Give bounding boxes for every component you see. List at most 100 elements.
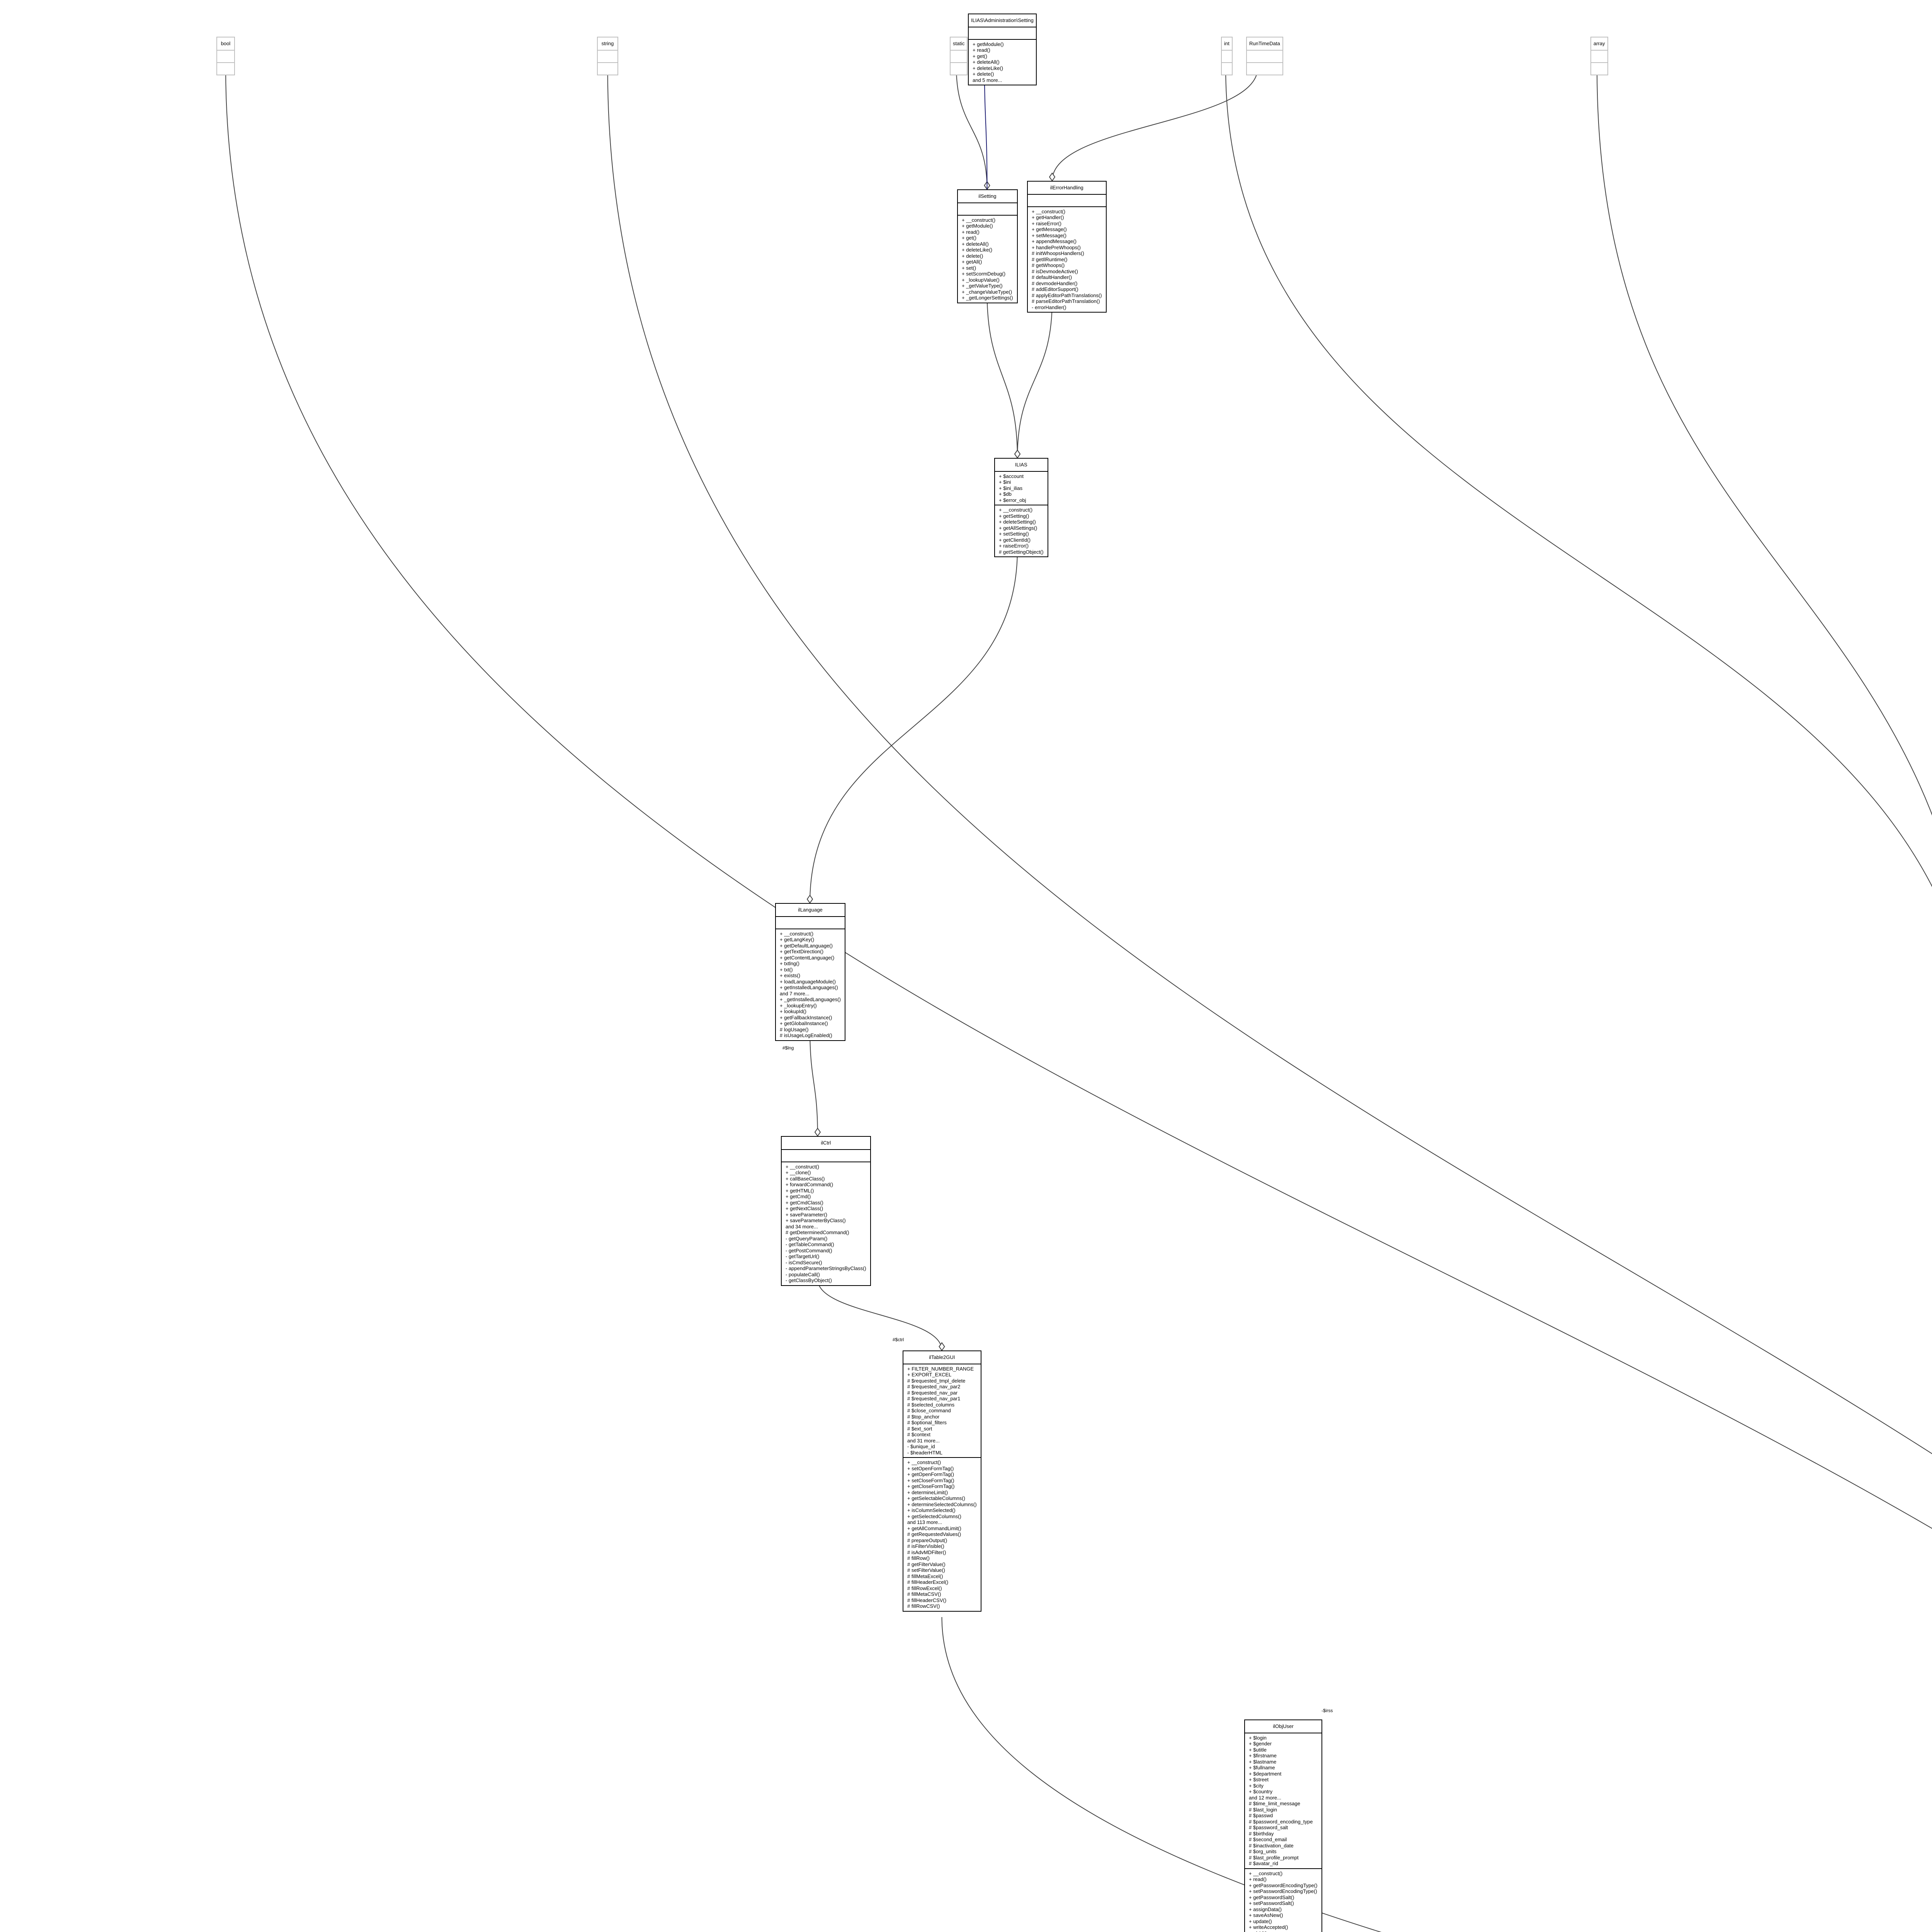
operation: + _lookupValue()	[962, 277, 1000, 283]
class-node-array[interactable]: array	[1590, 37, 1608, 75]
association-edge	[1052, 67, 1258, 181]
edge-label: #$lng	[782, 1045, 794, 1051]
operation: # isAdvMDFilter()	[907, 1549, 946, 1555]
operation-list: + __construct()+ getLangKey()+ getDefaul…	[776, 929, 845, 1040]
attribute: # $top_anchor	[907, 1413, 940, 1420]
operation: # addEditorSupport()	[1032, 286, 1078, 292]
attribute: # $org_units	[1249, 1849, 1277, 1854]
association-edge	[817, 1279, 942, 1351]
operation: + getTextDirection()	[780, 949, 824, 954]
class-node-ilsetting[interactable]: ilSetting+ __construct()+ getModule()+ r…	[957, 189, 1018, 303]
class-node-ilerrorhandling[interactable]: ilErrorHandling+ __construct()+ getHandl…	[1027, 181, 1107, 313]
operation: + getFallbackInstance()	[780, 1014, 832, 1020]
class-node-iltable2gui[interactable]: ilTable2GUI+ FILTER_NUMBER_RANGE+ EXPORT…	[903, 1350, 981, 1612]
attribute-list	[1247, 51, 1282, 63]
operation: # setFilterValue()	[907, 1567, 946, 1573]
operation: and 7 more...	[780, 990, 810, 997]
operation: + getSelectedColumns()	[907, 1513, 961, 1519]
attribute: and 12 more...	[1249, 1794, 1281, 1801]
attribute: - $headerHTML	[907, 1449, 943, 1456]
operation: + deleteLike()	[973, 65, 1003, 71]
class-node-int[interactable]: int	[1221, 37, 1233, 75]
operation: - isCmdSecure()	[786, 1259, 822, 1265]
operation-list: + __construct()+ read()+ getPasswordEnco…	[1245, 1869, 1321, 1932]
attribute: + $login	[1249, 1735, 1267, 1741]
operation: - errorHandler()	[1032, 304, 1066, 310]
operation: and 34 more...	[786, 1223, 818, 1230]
attribute: # $time_limit_message	[1249, 1801, 1300, 1806]
class-name: static	[951, 37, 967, 51]
operation: - appendParameterStringsByClass()	[786, 1265, 866, 1271]
edge-label: #$ctrl	[893, 1337, 904, 1342]
operation: + __construct()	[786, 1163, 820, 1170]
class-node-setting[interactable]: ILIAS\Administration\Setting+ getModule(…	[968, 14, 1037, 85]
operation: # initWhoopsHandlers()	[1032, 250, 1084, 256]
attribute: # $ext_sort	[907, 1425, 932, 1432]
operation: + deleteLike()	[962, 247, 993, 253]
aggregation-diamond-icon	[939, 1342, 945, 1351]
class-node-ilobjuser[interactable]: ilObjUser+ $login+ $gender+ $utitle+ $fi…	[1244, 1719, 1322, 1932]
class-node-bool[interactable]: bool	[216, 37, 235, 75]
attribute-list	[776, 917, 845, 929]
operation: + getMessage()	[1032, 226, 1067, 232]
attribute: + $city	[1249, 1782, 1264, 1789]
class-node-ilctrl[interactable]: ilCtrl+ __construct()+ __clone()+ callBa…	[781, 1136, 871, 1286]
operation: + getNextClass()	[786, 1206, 823, 1211]
attribute: # $requested_nav_par1	[907, 1396, 961, 1401]
association-edge	[810, 549, 1018, 903]
attribute: # $last_login	[1249, 1806, 1277, 1813]
attribute: + $utitle	[1249, 1747, 1267, 1753]
class-name: ILIAS\Administration\Setting	[969, 14, 1036, 27]
operation: # isUsageLogEnabled()	[780, 1032, 832, 1038]
operation: + setPasswordSalt()	[1249, 1900, 1294, 1906]
class-name: string	[598, 37, 617, 51]
operation-list	[1222, 63, 1232, 75]
attribute-list	[598, 51, 617, 63]
operation: + handlePreWhoops()	[1032, 244, 1081, 250]
operation: + setSetting()	[999, 531, 1029, 537]
operation: + deleteAll()	[973, 59, 1000, 65]
class-name: ilCtrl	[782, 1137, 870, 1150]
operation: # getDeterminedCommand()	[786, 1230, 849, 1235]
operation: + setMessage()	[1032, 232, 1066, 238]
operation: + getHandler()	[1032, 214, 1064, 220]
class-name: ilSetting	[958, 190, 1017, 203]
operation: + exists()	[780, 973, 801, 978]
operation: + isColumnSelected()	[907, 1507, 956, 1513]
class-node-runtime[interactable]: RunTimeData	[1246, 37, 1283, 75]
class-node-static[interactable]: static	[950, 37, 968, 75]
class-node-illanguage[interactable]: ilLanguage+ __construct()+ getLangKey()+…	[775, 903, 845, 1041]
operation: # fillRowCSV()	[907, 1603, 940, 1609]
attribute-list	[1222, 51, 1232, 63]
operation-list: + __construct()+ setOpenFormTag()+ getOp…	[903, 1458, 981, 1611]
class-node-ilias[interactable]: ILIAS+ $account+ $ini+ $ini_ilias+ $db+ …	[994, 458, 1048, 557]
operation: + __construct()	[1249, 1870, 1283, 1876]
operation: + getInstalledLanguages()	[780, 985, 838, 990]
operation: + __construct()	[999, 507, 1033, 513]
attribute: + $account	[999, 473, 1024, 479]
operation: + getHTML()	[786, 1187, 814, 1194]
operation: # fillHeaderCSV()	[907, 1597, 947, 1603]
operation-list	[1247, 63, 1282, 75]
attribute: # $passwd	[1249, 1813, 1273, 1818]
class-node-string[interactable]: string	[597, 37, 618, 75]
attribute: + FILTER_NUMBER_RANGE	[907, 1366, 974, 1372]
attribute: # $requested_tmpl_delete	[907, 1378, 966, 1384]
attribute: + $db	[999, 491, 1012, 497]
operation: + read()	[1249, 1876, 1267, 1882]
operation: + getSelectableColumns()	[907, 1495, 965, 1501]
operation: # fillMetaCSV()	[907, 1591, 941, 1597]
operation: + getCloseFormTag()	[907, 1483, 955, 1489]
operation: + update()	[1249, 1918, 1272, 1924]
attribute-list: + FILTER_NUMBER_RANGE+ EXPORT_EXCEL# $re…	[903, 1364, 981, 1458]
association-edge	[941, 1617, 1382, 1932]
operation: and 113 more...	[907, 1519, 942, 1525]
operation-list: + __construct()+ getSetting()+ deleteSet…	[995, 505, 1048, 556]
operation: + __clone()	[786, 1170, 811, 1175]
operation: + getCmd()	[786, 1194, 811, 1199]
attribute: + $department	[1249, 1770, 1282, 1777]
operation: and 5 more...	[973, 77, 1002, 83]
operation-list	[598, 63, 617, 75]
attribute-list: + $login+ $gender+ $utitle+ $firstname+ …	[1245, 1733, 1321, 1869]
operation: + setCloseFormTag()	[907, 1477, 954, 1483]
